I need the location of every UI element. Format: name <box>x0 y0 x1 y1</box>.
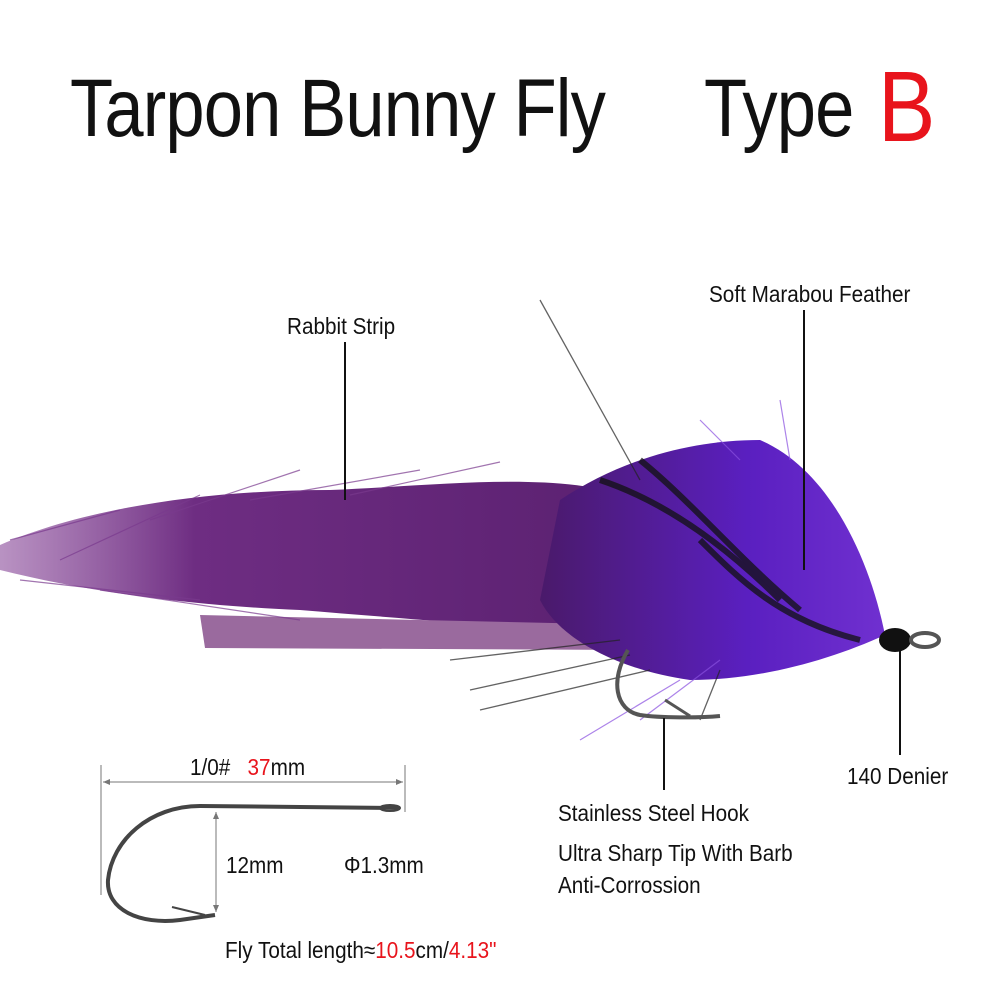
total-length-cm-unit: cm/ <box>415 937 449 963</box>
marabou-feather <box>540 440 885 680</box>
rabbit-strip <box>0 481 650 640</box>
hook-length-value: 37 <box>247 754 271 780</box>
thread-head <box>879 628 911 652</box>
hook-gap-spec: 12mm <box>226 852 284 878</box>
product-title: Tarpon Bunny Fly <box>70 63 606 154</box>
hook-length-unit: mm <box>270 754 306 780</box>
total-length: Fly Total length≈10.5cm/4.13" <box>225 937 497 964</box>
marabou-pointer <box>803 310 805 570</box>
total-length-inches: 4.13" <box>448 937 497 963</box>
hook-label-3: Anti-Corrossion <box>558 872 701 898</box>
rabbit-strip-pointer <box>344 342 346 500</box>
total-length-cm: 10.5 <box>375 937 416 963</box>
hook-diagram <box>100 765 406 923</box>
total-length-prefix: Fly Total length≈ <box>225 937 376 963</box>
fly-hook <box>615 648 721 720</box>
hook-eye <box>909 631 941 649</box>
denier-label: 140 Denier <box>847 763 949 789</box>
marabou-label: Soft Marabou Feather <box>709 281 911 307</box>
type-label: Type <box>704 63 854 154</box>
hook-wire-spec: Φ1.3mm <box>344 852 424 878</box>
hook-size: 1/0# <box>190 754 231 780</box>
hook-length-spec: 1/0# 37mm <box>190 754 305 781</box>
hook-pointer <box>663 718 665 790</box>
hook-label-1: Stainless Steel Hook <box>558 800 750 826</box>
denier-pointer <box>899 645 901 755</box>
hook-label-2: Ultra Sharp Tip With Barb <box>558 840 793 866</box>
type-letter: B <box>878 51 935 163</box>
rabbit-strip-label: Rabbit Strip <box>287 313 396 339</box>
